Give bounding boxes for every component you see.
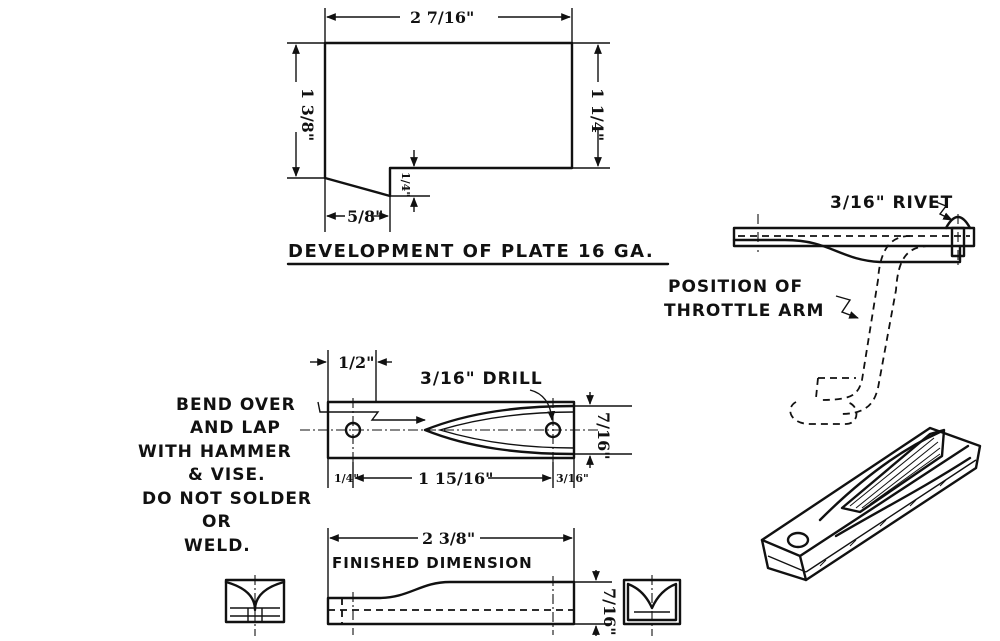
side-outline	[326, 580, 576, 626]
bend-note-line-1: Bend Over	[176, 395, 296, 415]
plan-view: 1/2" 7/16" 1/4" 1 15/16" 3/16" 3/16" Dri…	[300, 350, 632, 488]
bend-note-line-2: And Lap	[190, 418, 281, 438]
position-label-line-1: Position Of	[668, 277, 803, 297]
side-caption: Finished Dimension	[332, 554, 533, 572]
bend-note-line-7: Weld.	[184, 536, 251, 556]
left-end-view	[224, 575, 286, 636]
plate-outline	[323, 41, 574, 198]
side-view: 2 3/8" Finished Dimension 7/16"	[326, 528, 619, 636]
plan-right-bottom-dim: 3/16"	[556, 472, 589, 485]
bend-note-line-3: With Hammer	[138, 442, 292, 462]
bend-note-line-4: & Vise.	[188, 465, 266, 485]
dev-notch-dim: 1/4"	[399, 172, 412, 197]
dev-bottom-dim: 5/8"	[347, 207, 383, 226]
isometric-view	[760, 426, 982, 582]
iso-hole	[786, 531, 810, 549]
plan-center-bottom-dim: 1 15/16"	[418, 469, 493, 488]
plan-right-height-dim: 7/16"	[594, 412, 613, 460]
side-height-dim: 7/16"	[600, 588, 619, 636]
rivet-label: 3/16" Rivet	[830, 193, 953, 213]
iso-body	[760, 426, 982, 582]
throttle-arm	[819, 235, 931, 415]
dev-title: Development Of Plate 16 Ga.	[288, 241, 654, 262]
side-overall-dim: 2 3/8"	[422, 529, 475, 548]
plan-slot	[423, 404, 576, 456]
plan-top-dim: 1/2"	[338, 353, 374, 372]
dev-width-dim: 2 7/16"	[410, 8, 474, 27]
development-view: 2 7/16" 1 3/8" 1 1/4" 1/4" 5/8" Developm…	[286, 8, 670, 266]
position-label-line-2: Throttle Arm	[664, 301, 824, 321]
throttle-bracket	[732, 226, 976, 248]
bend-note: Bend Over And Lap With Hammer & Vise. Do…	[138, 395, 312, 556]
plan-left-bottom-dim: 1/4"	[334, 472, 359, 485]
right-end-view	[622, 575, 682, 636]
bend-note-line-6: Or	[202, 512, 232, 532]
iso-fin	[840, 428, 946, 514]
dev-left-height-dim: 1 3/8"	[298, 88, 317, 141]
bend-note-line-5: Do Not Solder	[142, 489, 312, 509]
throttle-assembly: 3/16" Rivet Position Of Throttle Arm	[664, 193, 976, 425]
drill-label: 3/16" Drill	[420, 369, 543, 389]
dev-right-height-dim: 1 1/4"	[588, 88, 607, 141]
